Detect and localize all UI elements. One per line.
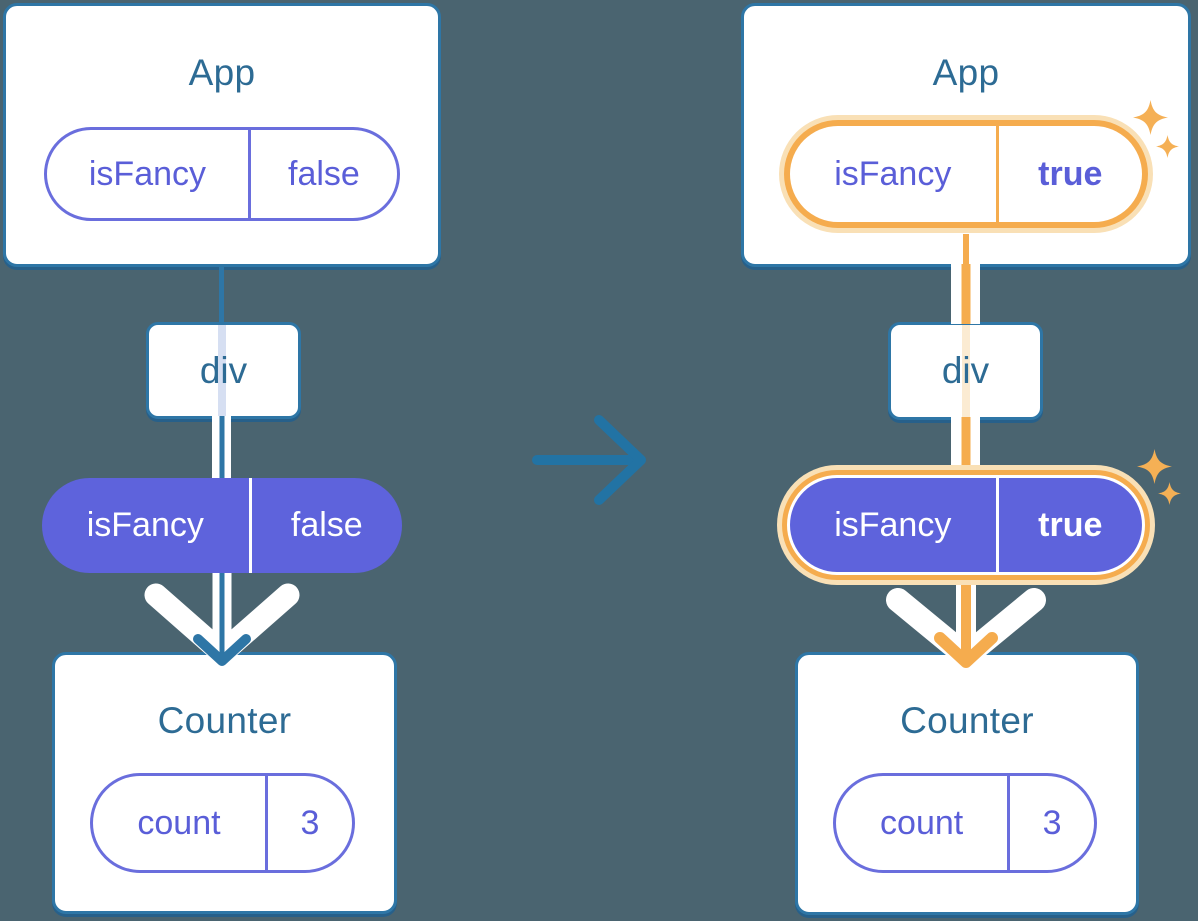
edge-app-to-div-before xyxy=(219,264,224,324)
prop-flow-div-to-pill-before xyxy=(212,416,231,482)
flow-arrow-icon-before xyxy=(144,573,300,666)
state-value: false xyxy=(247,130,397,218)
counter-title-after: Counter xyxy=(900,700,1034,741)
div-label-after: div xyxy=(941,350,990,391)
state-key: count xyxy=(880,803,964,842)
prop-flow-app-to-div-after xyxy=(951,264,980,324)
prop-line-through-div-before xyxy=(218,325,226,416)
counter-state-pill-before: count 3 xyxy=(90,773,355,873)
prop-pill-before: isFancy false xyxy=(42,478,402,573)
state-key: count xyxy=(137,803,221,842)
counter-title-before: Counter xyxy=(157,700,292,741)
edge-line xyxy=(219,416,224,482)
flow-arrow-icon-after xyxy=(886,575,1046,668)
state-flow-stub-after xyxy=(963,234,969,266)
edge-line xyxy=(961,264,970,324)
state-value: true xyxy=(995,126,1142,222)
prop-value: true xyxy=(995,478,1142,572)
transition-arrow-icon xyxy=(532,415,646,505)
app-title-before: App xyxy=(188,52,256,93)
prop-value: false xyxy=(248,478,402,573)
app-state-pill-before: isFancy false xyxy=(44,127,400,221)
sparkle-icon xyxy=(1137,449,1172,484)
app-title-after: App xyxy=(932,52,1000,93)
prop-line-through-div-after xyxy=(962,325,970,417)
state-key: isFancy xyxy=(834,154,952,193)
app-state-pill-after-highlighted: isFancy true xyxy=(790,126,1142,222)
prop-key: isFancy xyxy=(834,505,952,544)
state-key: isFancy xyxy=(88,154,207,193)
counter-state-pill-after: count 3 xyxy=(833,773,1097,873)
state-value: 3 xyxy=(1007,776,1094,870)
sparkle-icon xyxy=(1133,100,1168,135)
sparkle-icon xyxy=(1158,482,1181,505)
prop-flow-div-to-pill-after xyxy=(951,417,980,478)
div-label-before: div xyxy=(199,349,248,391)
prop-key: isFancy xyxy=(86,506,204,544)
state-value: 3 xyxy=(264,776,352,870)
prop-pill-after-highlighted: isFancy true xyxy=(790,478,1142,572)
sparkle-icon xyxy=(1156,135,1179,158)
edge-line xyxy=(961,417,970,478)
